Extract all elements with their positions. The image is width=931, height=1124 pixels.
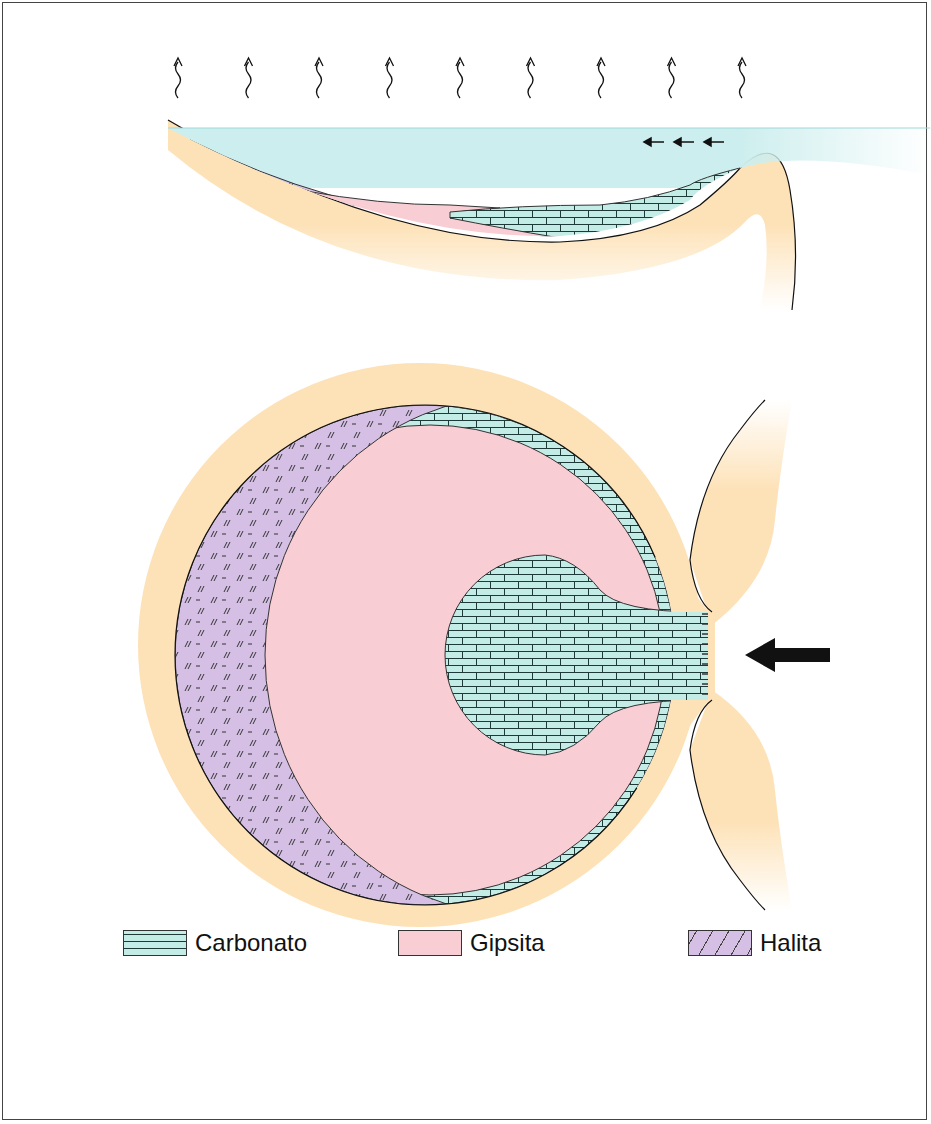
evaporation-arrowhead xyxy=(527,58,535,66)
legend-swatch xyxy=(123,930,187,956)
legend-label: Gipsita xyxy=(470,928,545,958)
legend-label: Halita xyxy=(760,928,821,958)
legend-label: Carbonato xyxy=(195,928,307,958)
evaporation-arrowhead xyxy=(315,58,323,66)
evaporation-arrowhead xyxy=(668,58,676,66)
legend-swatch xyxy=(688,930,752,956)
evaporation-arrow xyxy=(740,62,745,98)
evaporation-arrowhead xyxy=(456,58,464,66)
evaporation-arrow xyxy=(669,62,674,98)
legend-entry: Gipsita xyxy=(398,928,545,958)
evaporation-arrowhead xyxy=(597,58,605,66)
evaporation-arrow xyxy=(317,62,322,98)
evaporation-arrow xyxy=(246,62,251,98)
evaporation-arrowhead xyxy=(245,58,253,66)
evaporation-arrow xyxy=(599,62,604,98)
plan-view xyxy=(138,363,830,927)
evaporation-arrowhead xyxy=(738,58,746,66)
evaporation-arrowhead xyxy=(386,58,394,66)
evaporation-arrow xyxy=(387,62,392,98)
evaporation-arrow xyxy=(458,62,463,98)
legend-entry: Halita xyxy=(688,928,821,958)
legend-swatch xyxy=(398,930,462,956)
evaporation-arrows xyxy=(174,58,746,98)
evaporation-arrow xyxy=(176,62,181,98)
cross-section xyxy=(168,120,930,310)
legend-entry: Carbonato xyxy=(123,928,307,958)
evaporation-arrow xyxy=(528,62,533,98)
evaporation-arrowhead xyxy=(174,58,182,66)
